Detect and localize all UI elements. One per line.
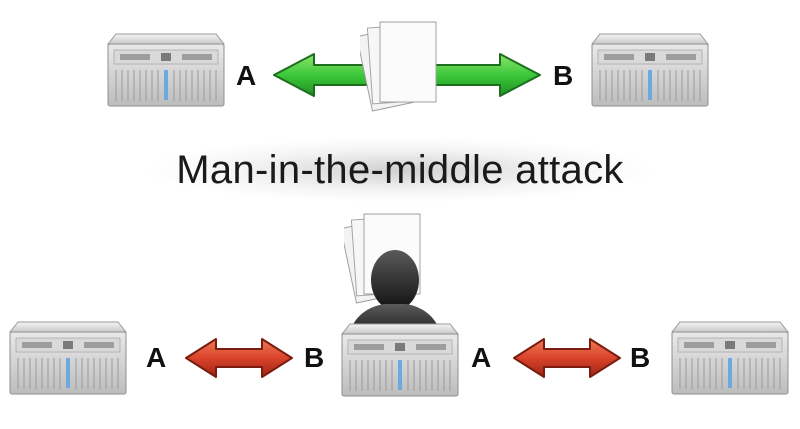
node-label-b-bottom-right: B xyxy=(630,342,651,373)
server-b-top xyxy=(591,33,709,107)
server-a-bottom xyxy=(9,321,127,395)
node-label-b-top: B xyxy=(553,60,574,91)
node-label-a-bottom-left: A xyxy=(146,342,167,373)
server-a-top xyxy=(107,33,225,107)
server-b-bottom xyxy=(671,321,789,395)
diagram-title: Man-in-the-middle attack xyxy=(176,148,624,192)
node-label-a-top: A xyxy=(236,60,257,91)
server-attacker xyxy=(341,323,459,397)
documents-icon-top xyxy=(360,21,437,112)
title-shadow xyxy=(150,138,650,202)
double-arrow-icon-red-right xyxy=(513,338,621,378)
node-label-b-bottom-left: B xyxy=(304,342,325,373)
node-label-a-bottom-right: A xyxy=(471,342,492,373)
double-arrow-icon-red-left xyxy=(185,338,293,378)
